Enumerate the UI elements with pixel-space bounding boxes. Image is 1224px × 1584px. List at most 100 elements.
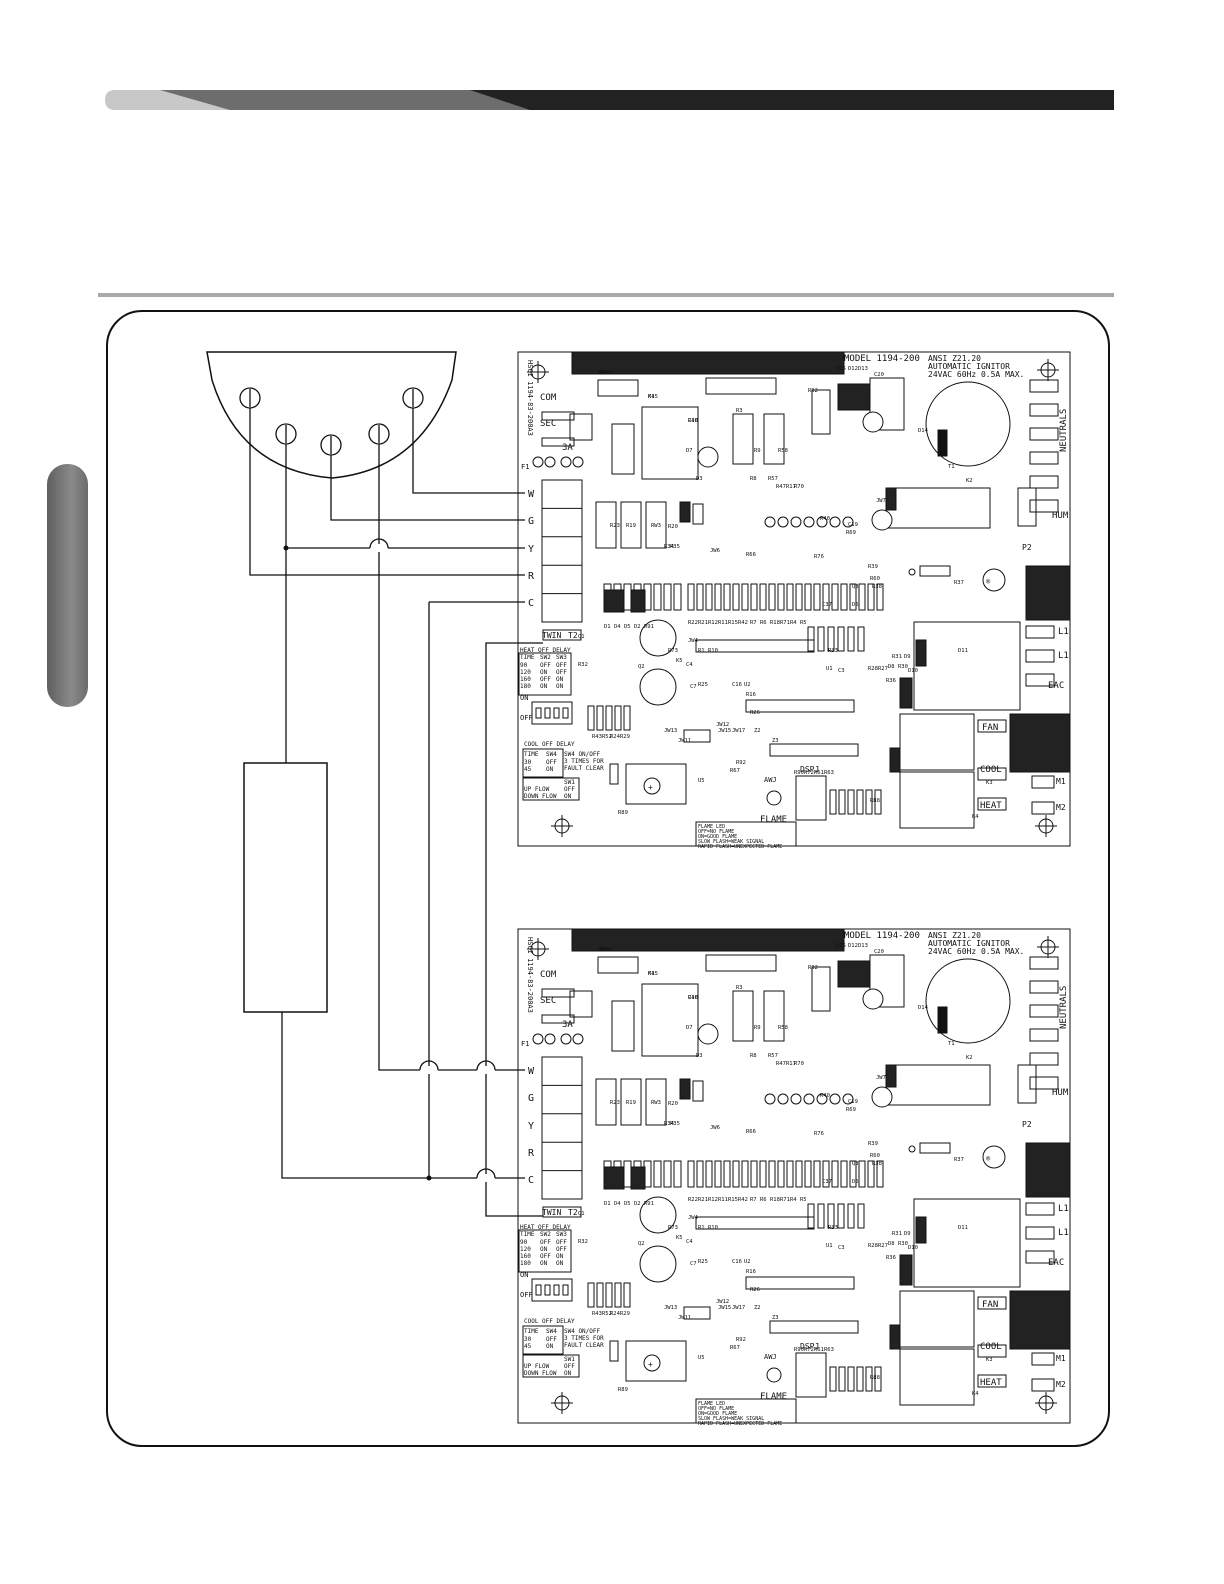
component-ref: R29 [620, 1311, 630, 1317]
cool-table-header: SW4 [546, 1328, 557, 1335]
component-ref: Z2 [754, 1305, 761, 1311]
resistor [849, 1160, 857, 1188]
component-ref: C37 [822, 1179, 832, 1185]
fuse-clip [560, 456, 572, 468]
diagram-frame [106, 310, 1110, 1447]
cert-mark-symbol: ® [986, 1155, 991, 1163]
label-3a: 3A [562, 1020, 573, 1030]
heat-table-cell: OFF [556, 669, 567, 676]
wire-crossover [419, 1060, 439, 1071]
component-ref: R25 [698, 682, 708, 688]
twin-terminal [542, 629, 582, 641]
resistor [705, 583, 713, 611]
resistor [840, 1160, 848, 1188]
resistor [653, 1160, 662, 1188]
thermostat-body [206, 351, 457, 479]
component-ref: R12 [708, 620, 718, 626]
resistor [723, 583, 731, 611]
board-model: MODEL 1194-200 [844, 354, 920, 364]
cool-table-cell: ON [546, 1343, 554, 1350]
resistor [777, 1160, 785, 1188]
flow-table-cell: ON [564, 1370, 572, 1377]
hum-connector [1017, 487, 1037, 527]
wire-c-lower [281, 1012, 525, 1179]
wire-gap [477, 1174, 495, 1182]
dip-switch-lever [562, 707, 569, 719]
component-ref: R36 [886, 1255, 896, 1261]
component-ref: C4 [686, 662, 693, 668]
component-ref: D2 [634, 624, 641, 630]
resistor [847, 789, 855, 815]
component-ref: JW6 [710, 1125, 720, 1131]
terminal-sec [541, 437, 575, 447]
jw17 [683, 729, 711, 743]
component-ref: JW17 [732, 728, 745, 734]
component-ref: R22 [688, 1197, 698, 1203]
flow-table-border [522, 777, 580, 801]
label-3a: 3A [562, 443, 573, 453]
thermostat [206, 351, 457, 1013]
r13 [611, 423, 635, 475]
jw17 [683, 1306, 711, 1320]
component-ref: R91 [644, 1201, 654, 1207]
component-ref: D12 [848, 366, 858, 372]
c6-capacitor [639, 668, 677, 706]
component-ref: R10 [708, 648, 718, 654]
potentiometer-knob [643, 1354, 661, 1372]
component-ref: D4 [614, 624, 621, 630]
component-ref: D9 [904, 654, 911, 660]
twin-terminal [542, 1206, 582, 1218]
header-bar-mid [160, 90, 540, 110]
component-ref: U5 [698, 778, 705, 784]
neutral-terminal [1029, 980, 1059, 994]
resistor-round [829, 516, 841, 528]
r23 [595, 501, 617, 549]
component-ref: R19 [626, 523, 636, 529]
wire-r-upper [249, 408, 525, 576]
k2-diode [885, 1064, 897, 1088]
resistor [696, 583, 704, 611]
component-ref: R61 [814, 770, 824, 776]
heat-table-border [518, 652, 572, 696]
component-ref: D2 [634, 1201, 641, 1207]
component-ref: C4 [686, 1239, 693, 1245]
k2-diode [885, 487, 897, 511]
component-ref: R46 [688, 995, 698, 1001]
resistor [741, 583, 749, 611]
terminal-r: R [528, 571, 535, 582]
resistor [831, 1160, 839, 1188]
heat-table-cell: OFF [540, 676, 551, 683]
jw16 [609, 763, 619, 785]
component-ref: R25 [698, 1259, 708, 1265]
cert-mark [982, 1145, 1006, 1169]
component-ref: R88 [870, 798, 880, 804]
board-standard: ANSI Z21.20 [928, 931, 981, 940]
component-ref: R30 [898, 1241, 908, 1247]
component-ref: K3 [986, 780, 993, 786]
resistor [813, 583, 821, 611]
component-ref: Q1 [578, 1211, 585, 1217]
component-ref: R72 [804, 1347, 814, 1353]
heat-table-cell: ON [540, 669, 548, 676]
component-ref: K2 [966, 1055, 973, 1061]
component-ref: RW3 [651, 1100, 661, 1106]
component-ref: D13 [858, 943, 868, 949]
sw4-note: 3 TIMES FOR [564, 758, 604, 765]
component-ref: JW11 [678, 1315, 691, 1321]
fuse-clip [544, 456, 556, 468]
component-ref: D14 [918, 428, 929, 434]
component-ref: R27 [878, 1243, 888, 1249]
component-ref: JW7 [876, 498, 886, 504]
resistor [847, 1366, 855, 1392]
component-ref: JW15 [718, 1305, 731, 1311]
resistor [605, 1282, 613, 1308]
component-ref: D11 [958, 648, 968, 654]
label-l1: L1 [1058, 1204, 1069, 1214]
component-ref: JW13 [664, 1305, 677, 1311]
component-ref: JW6 [710, 548, 720, 554]
component-ref: R73 [668, 648, 678, 654]
component-ref: R6 [760, 1197, 767, 1203]
component-ref: JW12 [716, 1299, 729, 1305]
